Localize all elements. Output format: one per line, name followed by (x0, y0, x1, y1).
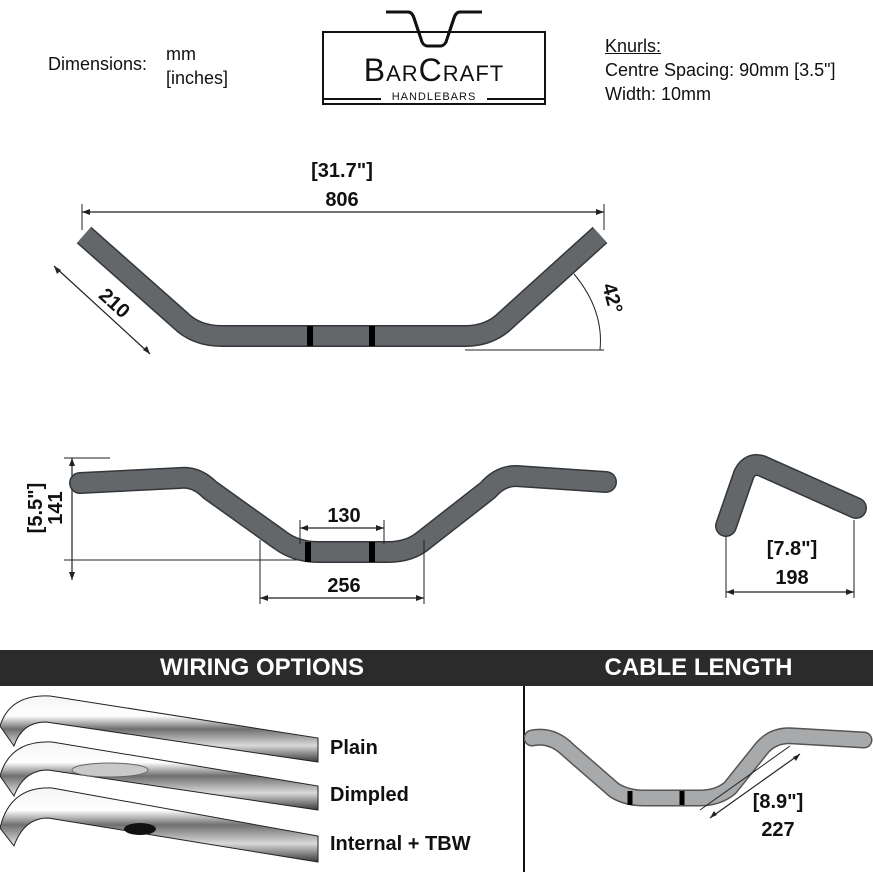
handlebar-logo-icon (322, 10, 546, 105)
top-width-mm: 806 (325, 189, 358, 211)
knurls-heading: Knurls: (605, 36, 662, 56)
wiring-option-internal: Internal + TBW (330, 833, 471, 855)
cable-length-title: CABLE LENGTH (604, 654, 793, 681)
front-height-inches: [5.5"] (25, 483, 47, 534)
cable-length-inches: [8.9"] (753, 791, 804, 813)
internal-wiring-hole-icon (124, 823, 156, 835)
front-view-drawing: [5.5"] 141 130 256 (25, 457, 617, 604)
top-width-inches: [31.7"] (311, 160, 373, 182)
cable-length-drawing: [8.9"] 227 (524, 727, 873, 841)
dimensions-label: Dimensions: (48, 54, 148, 74)
cable-length-mm: 227 (761, 819, 794, 841)
brand-subtitle: HANDLEBARS (318, 91, 550, 106)
section-divider (523, 686, 525, 872)
wiring-option-dimpled: Dimpled (330, 784, 409, 806)
top-rise-mm: 210 (94, 284, 134, 323)
top-view-drawing: [31.7"] 806 210 42° (53, 160, 626, 355)
front-height-mm: 141 (45, 491, 67, 524)
front-base-mm: 256 (327, 575, 360, 597)
side-pullback-inches: [7.8"] (767, 538, 818, 560)
wiring-option-plain: Plain (330, 737, 378, 759)
unit-inches: [inches] (166, 68, 229, 88)
brand-logo: BarCraft HANDLEBARS (318, 6, 550, 106)
front-center-mm: 130 (327, 505, 360, 527)
section-header-band: WIRING OPTIONS CABLE LENGTH (0, 650, 873, 686)
knurls-width: Width: 10mm (605, 84, 712, 104)
dimple-icon (71, 762, 149, 778)
side-pullback-mm: 198 (775, 567, 808, 589)
knurls-spacing: Centre Spacing: 90mm [3.5"] (605, 60, 836, 80)
brand-name: BarCraft (363, 52, 505, 88)
top-angle: 42° (597, 281, 626, 316)
wiring-options-picture (0, 695, 319, 863)
wiring-options-title: WIRING OPTIONS (160, 654, 364, 681)
unit-mm: mm (166, 44, 196, 64)
side-view-drawing: [7.8"] 198 (715, 454, 867, 598)
